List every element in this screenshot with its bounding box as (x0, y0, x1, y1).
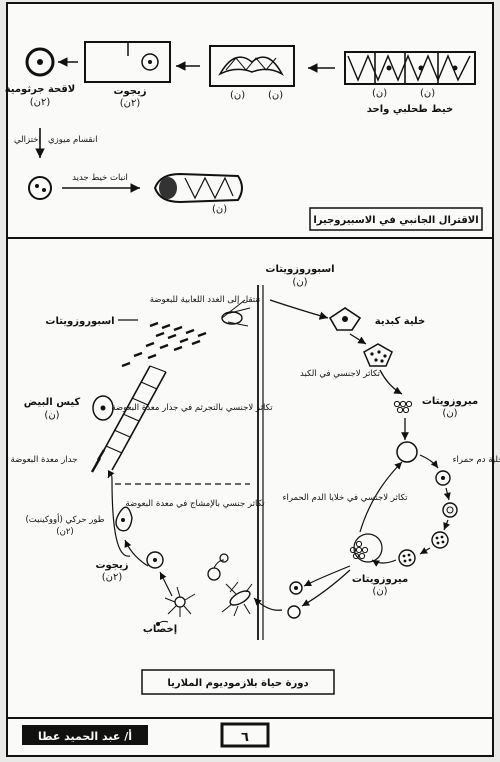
page-number-box (220, 722, 270, 748)
n-label-5: (ن) (212, 204, 227, 215)
zygospore-icon (25, 47, 55, 77)
meiosis-label: انقسام ميوزي (48, 135, 97, 145)
ookinete-icon (115, 506, 133, 532)
germinating-spore-icon (28, 176, 52, 200)
rbc-trophozoite-icon (442, 502, 458, 518)
new-filament-icon (153, 172, 243, 204)
spirogyra-section: (ن) (ن) خيط طحلبي واحد (ن) (ن) زيجوت (٢ن… (5, 41, 483, 231)
page-number: ٦ (241, 730, 249, 745)
sporozoites-top-ploidy: (ن) (292, 277, 307, 288)
meiosis-side-label: اختزالي (14, 135, 41, 145)
section-title: الاقترال الجانبي في الاسبيروجيرا (313, 215, 478, 226)
malaria-zygote-label: زيجوت (95, 560, 128, 571)
mosquito-icon (221, 581, 253, 617)
author-badge (22, 725, 148, 745)
malaria-cycle: اسبوروزويتات (ن) خلية كبدية تكاثر لاجنسي… (11, 264, 500, 695)
sexual-label: تكاثر جنسي بالإمشاج في معدة البعوضة (125, 499, 265, 509)
asexual-liver-label: تكاثر لاجنسي في الكبد (300, 369, 381, 379)
asexual-gut-label: تكاثر لاجنسي بالتجرثم في جدار معدة البعو… (111, 403, 273, 413)
malaria-zygote-icon (146, 551, 164, 569)
germination-label: انبات خيط جديد (72, 173, 128, 183)
fertilization-label: إخصاب (143, 624, 177, 635)
egg-sac-ploidy: (ن) (44, 410, 59, 421)
merozoites-2-ploidy: (ن) (372, 586, 387, 597)
zygospore-ploidy: (٢ن) (30, 97, 51, 108)
rbc-schizont-icon (431, 531, 449, 549)
rbc-ring-icon (435, 470, 451, 486)
salivary-label: تنتقل إلى الغدد اللعابية للبعوضة (150, 295, 261, 305)
egg-sac-label: كيس البيض (24, 397, 81, 408)
filament-label: خيط طحلبي واحد (367, 104, 454, 115)
sporozoites-left-label: اسبوروزويتات (45, 316, 114, 327)
oocyst-icon (92, 395, 114, 421)
rbc-icon (396, 441, 418, 463)
rbc-label: خلية دم حمراء (453, 455, 500, 465)
section-title-box (309, 207, 483, 231)
n-label-2: (ن) (420, 88, 435, 99)
worksheet-page (6, 2, 494, 757)
algal-filament (344, 51, 476, 85)
merozoites-1-label: ميروزويتات (422, 396, 478, 407)
gut-wall-label: جدار معدة البعوضة (11, 455, 78, 465)
merozoites-2-label: ميروزويتات (352, 574, 408, 585)
ookinete-ploidy: (٢ن) (56, 527, 73, 537)
sporozoites-top-label: اسبوروزويتات (265, 264, 334, 275)
malaria-zygote-ploidy: (٢ن) (102, 572, 123, 583)
merozoite-cluster-2 (349, 540, 369, 560)
sporozoite-swarm-icon (121, 321, 207, 368)
merozoites-1-ploidy: (ن) (442, 408, 457, 419)
gametes-icon (207, 553, 229, 581)
caption-box (141, 669, 335, 695)
zygospore-label: لاقحة جرثومية (5, 84, 76, 95)
zygote-cell (84, 41, 171, 83)
n-label-3: (ن) (230, 90, 245, 101)
cycle-caption: دورة حياة بلازموديوم الملاريا (167, 678, 308, 689)
gut-wall-icon (90, 365, 167, 473)
zygote-label: زيجوت (113, 86, 146, 97)
asexual-rbc-label: تكاثر لاجنسي في خلايا الدم الحمراء (282, 493, 408, 503)
merozoite-cluster-1 (393, 400, 413, 414)
gametocyte-icon-2 (287, 605, 301, 619)
rbc-rupture-icon (398, 549, 416, 567)
n-label-1: (ن) (372, 88, 387, 99)
schizont-icon (363, 343, 393, 367)
liver-cell-icon (328, 307, 362, 331)
liver-cell-label: خلية كبدية (375, 316, 425, 327)
zygote-ploidy: (٢ن) (120, 98, 141, 109)
conjugating-cells (209, 45, 295, 87)
n-label-4: (ن) (268, 90, 283, 101)
author-label: أ/ عبد الحميد عطا (38, 729, 132, 743)
gametocyte-icon-1 (289, 581, 303, 595)
mosquito-head-icon (221, 299, 251, 327)
exflagellation-icon (156, 586, 196, 626)
ookinete-label: طور حركي (أووكينيت) (25, 513, 104, 525)
